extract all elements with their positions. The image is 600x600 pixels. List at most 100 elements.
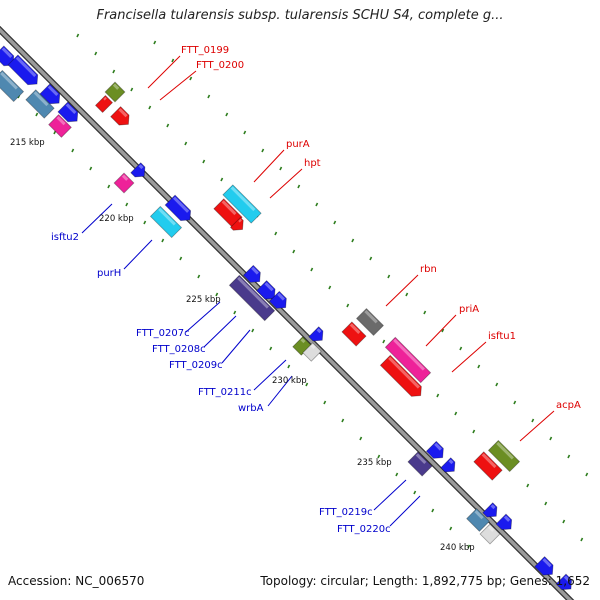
gene-label-isftu2[interactable]: isftu2: [51, 232, 79, 243]
tick-mark: [71, 148, 75, 153]
gene-label-ftt-0199[interactable]: FTT_0199: [181, 45, 229, 56]
gene-body: [110, 106, 130, 126]
gene-feature: [130, 162, 146, 178]
tick-mark: [585, 472, 589, 477]
tick-mark: [359, 436, 363, 441]
tick-mark: [333, 220, 337, 225]
tick-mark: [467, 544, 471, 549]
gene-body: [555, 573, 573, 591]
gene-highlight: [496, 441, 514, 460]
gene-label-ftt-0200[interactable]: FTT_0200: [196, 60, 244, 71]
tick-mark: [495, 382, 499, 387]
gene-body: [384, 336, 432, 384]
gene-label-ftt-0219c[interactable]: FTT_0219c: [319, 507, 373, 518]
tick-mark: [189, 76, 193, 81]
gene-label-purh[interactable]: purH: [97, 268, 121, 279]
kbp-label: 215 kbp: [10, 138, 45, 148]
gene-body: [57, 101, 79, 123]
gene-feature: [466, 508, 490, 532]
gene-feature: [555, 573, 573, 591]
gene-body: [341, 321, 367, 347]
genome-backbone: [0, 25, 575, 600]
gene-label-ftt-0211c[interactable]: FTT_0211c: [198, 387, 252, 398]
tick-mark: [251, 328, 255, 333]
tick-mark: [387, 274, 391, 279]
gene-body: [130, 162, 146, 178]
tick-mark: [377, 454, 381, 459]
kbp-label: 235 kbp: [357, 458, 392, 468]
gene-body: [479, 523, 501, 545]
kbp-label: 240 kbp: [440, 543, 475, 553]
gene-feature: [268, 290, 287, 309]
tick-mark: [184, 141, 188, 146]
gene-highlight: [393, 338, 425, 371]
tick-mark: [148, 105, 152, 110]
gene-label-ftt-0208c[interactable]: FTT_0208c: [152, 344, 206, 355]
topology-text: Topology: circular; Length: 1,892,775 bp…: [260, 574, 590, 588]
tick-mark: [202, 159, 206, 164]
gene-feature: [222, 184, 262, 224]
reverse-gene-labels: isftu2 purH FTT_0207c FTT_0208c FTT_0209…: [51, 232, 391, 535]
gene-label-hpt[interactable]: hpt: [304, 158, 321, 169]
tick-mark: [279, 166, 283, 171]
gene-highlight: [349, 323, 361, 334]
tick-mark: [89, 166, 93, 171]
gene-feature: [479, 523, 501, 545]
gene-label-ftt-0207c[interactable]: FTT_0207c: [136, 328, 190, 339]
tick-mark: [53, 130, 57, 135]
tick-mark: [544, 501, 548, 506]
gene-body: [482, 502, 498, 518]
gene-highlight: [388, 356, 420, 389]
tick-mark: [454, 411, 458, 416]
gene-body: [487, 439, 521, 473]
tick-mark: [269, 346, 273, 351]
gene-body: [25, 89, 55, 119]
tick-mark: [405, 292, 409, 297]
gene-feature: [110, 106, 130, 126]
gene-features: [0, 45, 573, 591]
gene-label-ftt-0220c[interactable]: FTT_0220c: [337, 524, 391, 535]
leader-line: [185, 301, 221, 333]
gene-label-pria[interactable]: priA: [459, 304, 479, 315]
gene-highlight: [138, 164, 144, 170]
gene-highlight: [300, 338, 306, 344]
gene-feature: [7, 54, 39, 86]
tick-mark: [567, 454, 571, 459]
gene-body: [355, 307, 385, 337]
gene-highlight: [503, 515, 511, 522]
tick-mark: [261, 148, 265, 153]
kbp-label: 230 kbp: [272, 376, 307, 386]
gene-feature: [384, 336, 432, 384]
tick-mark: [76, 33, 80, 38]
gene-body: [466, 508, 490, 532]
gene-body: [242, 264, 261, 283]
gene-label-rbn[interactable]: rbn: [420, 264, 437, 275]
gene-label-pura[interactable]: purA: [286, 139, 310, 150]
tick-mark: [94, 51, 98, 56]
gene-highlight: [65, 103, 77, 114]
gene-feature: [355, 307, 385, 337]
gene-label-acpa[interactable]: acpA: [556, 400, 581, 411]
gene-highlight: [47, 85, 59, 96]
gene-label-ftt-0209c[interactable]: FTT_0209c: [169, 360, 223, 371]
gene-body: [407, 451, 433, 477]
tick-mark: [449, 526, 453, 531]
gene-label-isftu1[interactable]: isftu1: [488, 331, 516, 342]
gene-highlight: [481, 453, 497, 469]
gene-highlight: [158, 207, 176, 226]
leader-line: [385, 274, 419, 307]
gene-highlight: [251, 266, 259, 275]
leader-line: [373, 479, 407, 511]
gene-feature: [0, 69, 25, 103]
gene-highlight: [316, 328, 322, 334]
tick-mark: [233, 310, 237, 315]
gene-highlight: [310, 344, 316, 350]
gene-body: [440, 457, 456, 473]
tick-mark: [413, 490, 417, 495]
leader-line: [147, 55, 181, 89]
tick-mark: [328, 285, 332, 290]
gene-label-wrba[interactable]: wrbA: [238, 403, 264, 414]
gene-highlight: [1, 47, 13, 58]
tick-mark: [431, 508, 435, 513]
leader-line: [425, 314, 457, 347]
